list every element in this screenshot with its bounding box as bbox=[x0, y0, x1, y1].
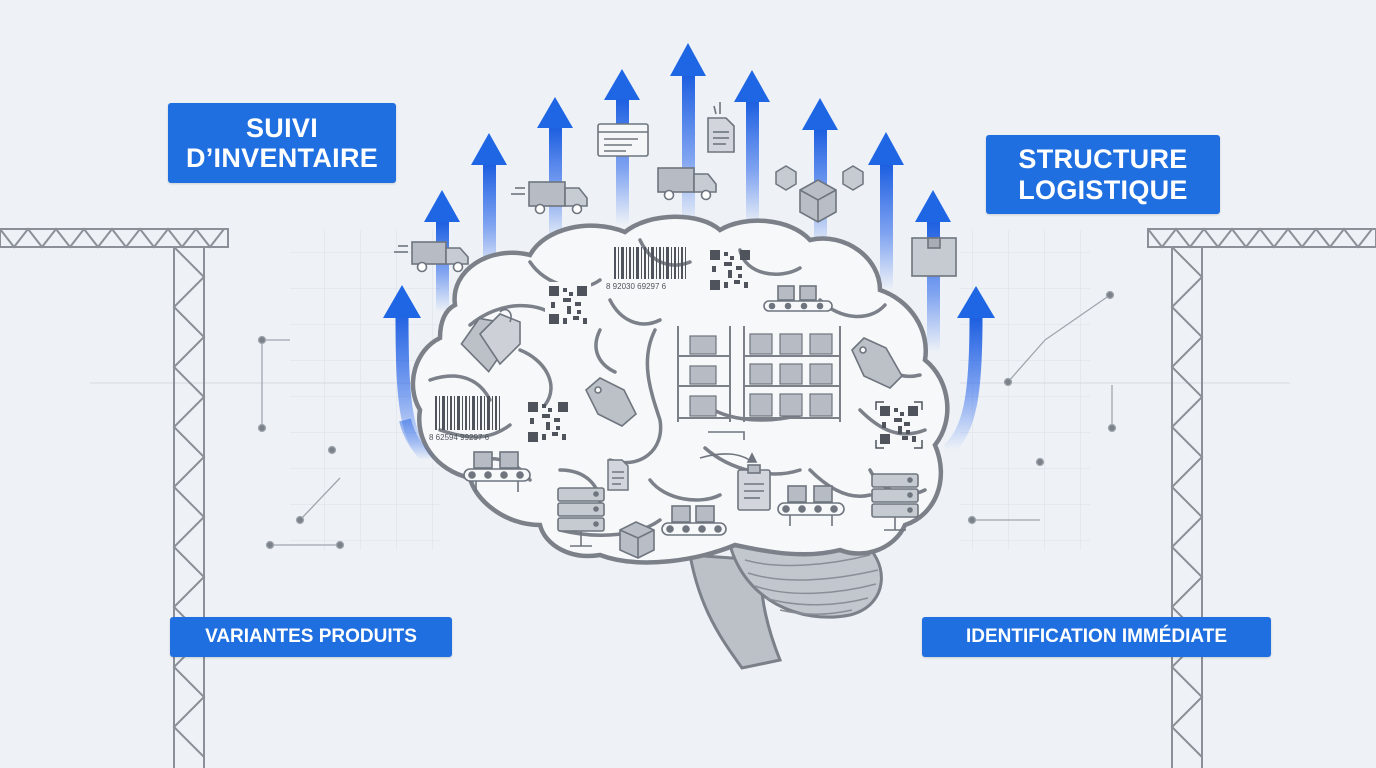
left-truss-icon bbox=[0, 227, 229, 768]
label-inventory-tracking: SUIVI D’INVENTAIRE bbox=[168, 103, 396, 183]
conveyor-icon bbox=[763, 285, 833, 312]
up-arrow-icon bbox=[868, 132, 904, 290]
price-tag-icon bbox=[460, 308, 521, 373]
conveyor-icon bbox=[777, 485, 845, 526]
up-arrow-icon bbox=[734, 70, 770, 227]
warehouse-rack-icon bbox=[743, 326, 841, 422]
label-logistics-structure: STRUCTURE LOGISTIQUE bbox=[986, 135, 1220, 214]
barcode-icon: 8 92030 69297 6 bbox=[606, 247, 686, 291]
up-arrows bbox=[424, 43, 951, 352]
warehouse-rack-icon bbox=[677, 326, 731, 422]
box-icon bbox=[842, 165, 864, 191]
browser-window-icon bbox=[597, 123, 649, 157]
flow-connector bbox=[699, 431, 758, 463]
right-truss-icon bbox=[1147, 227, 1376, 768]
price-tag-icon bbox=[585, 377, 637, 427]
truck-icon bbox=[657, 167, 717, 201]
up-arrow-icon bbox=[670, 43, 706, 226]
qr-code-icon bbox=[528, 402, 568, 442]
barcode-icon: 8 62594 99297 6 bbox=[429, 396, 500, 442]
box-icon bbox=[619, 521, 655, 559]
document-icon bbox=[607, 459, 629, 491]
label-product-variants: VARIANTES PRODUITS bbox=[170, 617, 452, 657]
connector-lines bbox=[257, 290, 1117, 550]
clipboard-icon bbox=[737, 464, 771, 511]
box-icon bbox=[775, 165, 797, 191]
qr-code-icon bbox=[875, 401, 923, 449]
qr-code-icon bbox=[710, 250, 750, 290]
price-tag-icon bbox=[851, 337, 903, 389]
box-icon bbox=[911, 237, 957, 277]
barcode-number: 8 92030 69297 6 bbox=[606, 282, 667, 291]
conveyor-icon bbox=[661, 505, 727, 536]
right-curved-arrow-icon bbox=[943, 286, 995, 455]
up-arrow-icon bbox=[537, 97, 573, 243]
qr-code-icon bbox=[545, 282, 591, 328]
label-instant-identification: IDENTIFICATION IMMÉDIATE bbox=[922, 617, 1271, 657]
server-icon bbox=[871, 473, 919, 531]
up-arrow-icon bbox=[802, 98, 838, 250]
left-flow-curve bbox=[399, 418, 434, 465]
document-icon bbox=[707, 102, 735, 153]
up-arrow-icon bbox=[471, 133, 507, 275]
truck-icon bbox=[394, 241, 469, 273]
brain-icon: 8 92030 69297 6 8 62594 99297 6 bbox=[410, 214, 950, 670]
box-icon bbox=[799, 179, 837, 223]
conveyor-icon bbox=[463, 451, 531, 492]
barcode-number: 8 62594 99297 6 bbox=[429, 433, 490, 442]
truck-icon bbox=[511, 181, 588, 215]
server-icon bbox=[557, 487, 605, 547]
